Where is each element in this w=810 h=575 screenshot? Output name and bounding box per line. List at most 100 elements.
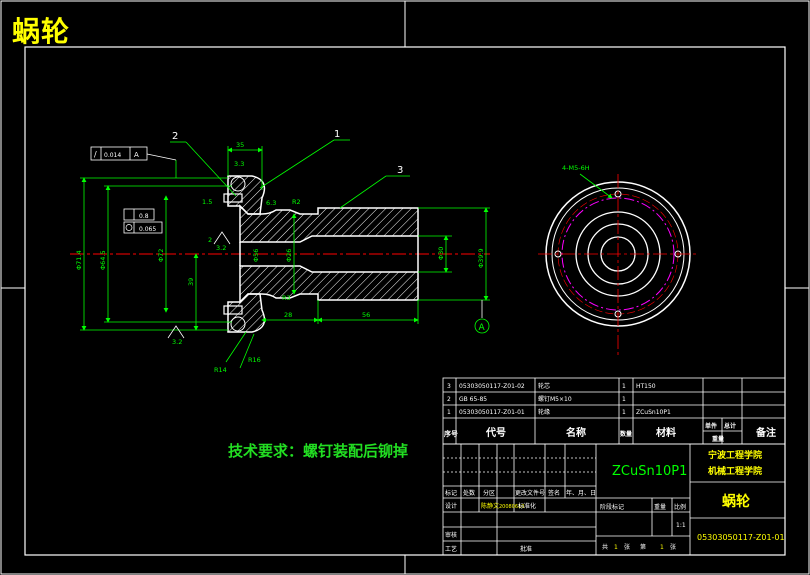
tolerance-boxes: 0.8 0.065 <box>123 208 163 234</box>
tol-datum: A <box>134 151 139 159</box>
tb-total-prefix: 共 <box>602 543 608 551</box>
tb-part-name: 蜗轮 <box>722 493 750 510</box>
tol-value: 0.014 <box>104 152 121 159</box>
bom-row2-qty: 1 <box>622 409 626 416</box>
bom-h-code: 代号 <box>485 426 506 439</box>
dim-r14: R14 <box>214 366 227 374</box>
tb-material-code: ZCuSn10P1 <box>612 464 687 479</box>
bom-h-total: 总计 <box>724 422 736 430</box>
tol-box1-value: 0.8 <box>139 213 149 220</box>
tb-drawing-no: 05303050117-Z01-01 <box>697 533 785 542</box>
dim-surface-left: 3.2 <box>216 244 226 252</box>
dim-end-dia: Φ39.9 <box>477 248 485 268</box>
side-view <box>538 173 698 356</box>
roughness-marks <box>167 231 231 339</box>
bom-row2-code: 05303050117-Z01-01 <box>459 409 525 416</box>
datum-symbol: A <box>474 300 490 334</box>
bom-row0-material: HT150 <box>636 383 656 390</box>
vertical-dim-texts: Φ71.4 Φ64.5 Φ72 39 Φ26 Φ56 Φ30 Φ39.9 <box>75 247 485 286</box>
tb-school2: 机械工程学院 <box>708 465 762 477</box>
bom-table <box>442 377 786 445</box>
datum-label: A <box>479 323 486 333</box>
dim-mid-dia: Φ64.5 <box>99 250 107 270</box>
tb-total-suffix: 张 <box>624 543 630 551</box>
bom-h-seq: 序号 <box>443 429 458 438</box>
bom-row0-name: 轮芯 <box>538 382 550 390</box>
tb-design: 设计 <box>445 502 457 510</box>
tb-mark: 标记 <box>445 489 457 497</box>
tb-design-date: 20080610 <box>499 504 524 510</box>
hole-spec: 4-M5-6H <box>562 164 590 172</box>
hub-upper <box>239 204 419 243</box>
dim-half-len: 39 <box>187 278 195 286</box>
hub-lower <box>239 265 419 304</box>
bom-row0-code: 05303050117-Z01-02 <box>459 383 525 390</box>
drawing-title: 蜗轮 <box>12 15 71 48</box>
tb-process: 工艺 <box>445 545 457 553</box>
tb-approve: 批准 <box>520 545 532 553</box>
screw-lower <box>223 305 243 315</box>
bom-h-qty: 数量 <box>620 430 632 438</box>
dim-hub-dia: Φ56 <box>252 249 260 262</box>
bom-h-remark: 备注 <box>755 426 776 439</box>
tb-stage-mark: 阶段标记 <box>600 503 624 511</box>
dim-r3: R3 <box>282 294 291 302</box>
dim-slot: 1.5 <box>202 198 212 206</box>
dim-bore-dia: Φ26 <box>285 249 293 262</box>
bom-row1-name: 螺钉M5×10 <box>538 395 572 403</box>
tol-box2-value: 0.065 <box>139 226 156 233</box>
bom-row1-code: GB 65-85 <box>459 396 487 403</box>
bom-h-name: 名称 <box>566 426 586 439</box>
rim-upper <box>227 175 266 215</box>
bom-row2-material: ZCuSn10P1 <box>636 409 671 416</box>
tb-scale: 1:1 <box>676 522 686 529</box>
tb-date: 年、月、日 <box>566 489 596 497</box>
bom-row2-seq: 1 <box>447 409 451 416</box>
tb-sign: 签名 <box>548 489 560 497</box>
technical-requirement: 技术要求：螺钉装配后铆掉 <box>228 442 409 460</box>
bom-row0-seq: 3 <box>447 383 451 390</box>
bom-h-weight: 重量 <box>712 435 724 443</box>
dim-r16: R16 <box>248 356 261 364</box>
dimension-lines <box>80 139 490 369</box>
callout-3: 3 <box>397 165 403 176</box>
tolerance-frame: / 0.014 A <box>90 146 177 161</box>
tb-change-doc: 更改文件号 <box>515 489 545 497</box>
tb-sheet: 1 <box>660 544 664 551</box>
dim-thread-r: 6.3 <box>266 199 276 207</box>
bom-row2-name: 轮缘 <box>538 408 550 416</box>
tb-ratio: 比例 <box>674 503 686 511</box>
bom-h-unit: 单件 <box>705 422 717 430</box>
tb-weight: 重量 <box>654 503 666 511</box>
tb-sheet-prefix: 第 <box>640 543 646 551</box>
callout-2: 2 <box>172 131 178 142</box>
bom-header: 序号 代号 名称 数量 材料 单件 总计 重量 备注 <box>443 422 776 443</box>
tb-sheet-suffix: 张 <box>670 543 676 551</box>
dim-surface: 3.2 <box>172 338 182 346</box>
bom-rows: 3 05303050117-Z01-02 轮芯 1 HT150 2 GB 65-… <box>447 382 671 416</box>
dim-width-top: 35 <box>236 141 244 149</box>
dimension-texts: 35 3.3 1.5 6.3 R2 R3 2 R16 R14 3.2 3.2 2… <box>172 141 590 374</box>
title-block-grid <box>442 443 786 556</box>
bom-h-material: 材料 <box>656 426 676 439</box>
tb-standardize: 标准化 <box>518 502 536 510</box>
rim-lower <box>227 293 266 333</box>
dim-len-56: 56 <box>362 311 370 319</box>
screw-upper <box>223 193 243 203</box>
bom-row0-qty: 1 <box>622 383 626 390</box>
dim-chamfer: 3.3 <box>234 160 244 168</box>
dim-outer-dia: Φ71.4 <box>75 250 83 270</box>
dim-r2: R2 <box>292 198 301 206</box>
title-block-text: ZCuSn10P1 宁波工程学院 机械工程学院 蜗轮 05303050117-Z… <box>445 449 785 553</box>
tol-symbol: / <box>94 150 97 159</box>
tb-designer: 陈静文 <box>481 502 499 510</box>
callout-1: 1 <box>334 129 340 140</box>
tb-total: 1 <box>614 544 618 551</box>
bom-row1-seq: 2 <box>447 396 451 403</box>
bom-row1-qty: 1 <box>622 396 626 403</box>
tb-school1: 宁波工程学院 <box>708 449 762 461</box>
dim-r-left: 2 <box>208 236 212 244</box>
dim-flange-dia: Φ72 <box>157 249 165 262</box>
